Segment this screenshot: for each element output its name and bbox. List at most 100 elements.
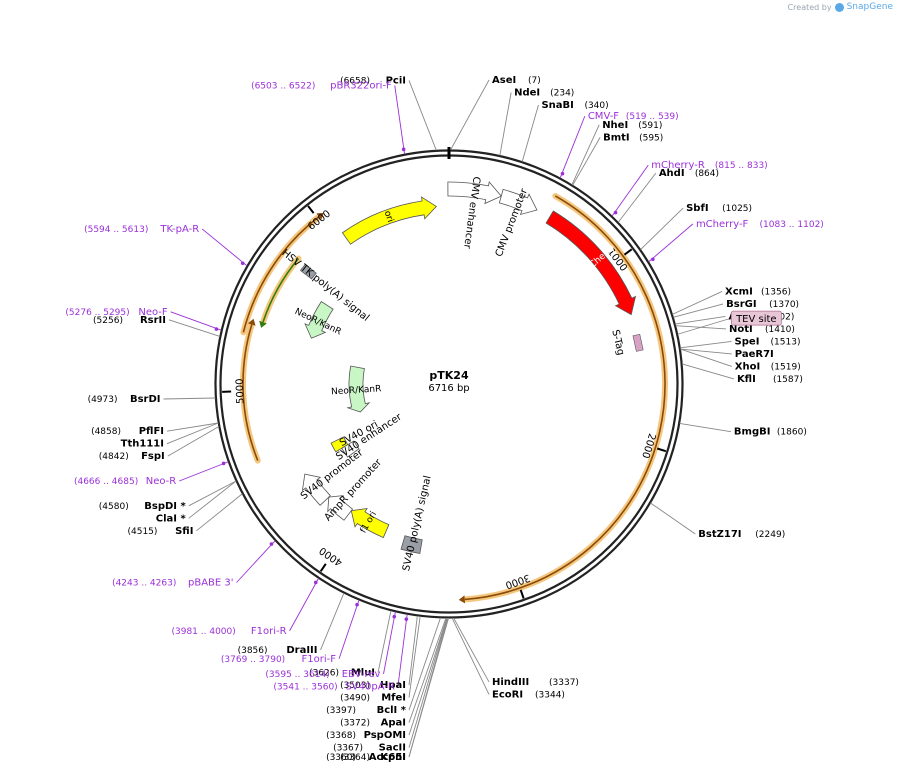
primer-site-marker <box>269 542 274 546</box>
leader-line <box>640 207 684 250</box>
leader-line <box>650 502 696 535</box>
enzyme-name: PflFI <box>139 426 164 437</box>
enzyme-position: (3367) <box>333 744 363 754</box>
primer-name: CMV-F <box>588 111 619 122</box>
primer-name: TK-pA-R <box>159 224 199 235</box>
leader-line <box>179 461 229 482</box>
orf-arrowhead <box>247 318 256 326</box>
leader-line <box>408 80 437 151</box>
primer-range: (5594 .. 5613) <box>84 225 148 235</box>
leader-line <box>521 104 539 162</box>
enzyme-position: (4858) <box>91 427 121 437</box>
enzyme-name: RsrII <box>140 315 166 326</box>
enzyme-name: EcoRI <box>492 689 523 700</box>
enzyme-position: (595) <box>639 133 663 143</box>
tick-label: 6000 <box>306 208 333 232</box>
tev-site-marker <box>632 333 644 352</box>
primer-range: (4243 .. 4263) <box>112 579 176 589</box>
orf-arrowhead <box>316 212 324 220</box>
leader-line <box>677 317 732 335</box>
enzyme-position: (1519) <box>771 362 801 372</box>
enzyme-name: MluI <box>351 668 375 679</box>
leader-line <box>166 422 219 445</box>
primer-name: Neo-F <box>138 307 168 318</box>
enzyme-name: BsrGI <box>726 299 756 310</box>
enzyme-name: HindIII <box>492 677 529 688</box>
enzyme-position: (3368) <box>326 731 356 741</box>
leader-line <box>397 614 408 687</box>
enzyme-name: NotI <box>729 324 753 335</box>
enzyme-name: BspDI * <box>144 501 186 512</box>
credit-brand: SnapGene <box>846 2 893 12</box>
leader-line <box>672 291 723 315</box>
enzyme-position: (3503) <box>340 681 370 691</box>
enzyme-position: (4842) <box>99 452 129 462</box>
leader-line <box>166 422 219 432</box>
leader-line <box>408 616 421 698</box>
plasmid-name: pTK24 <box>429 369 469 382</box>
enzyme-position: (4973) <box>88 395 118 405</box>
orf-arc <box>242 215 320 333</box>
leader-line <box>450 79 490 151</box>
enzyme-name: AseI <box>492 75 516 86</box>
primer-site-marker <box>392 614 397 619</box>
enzyme-name: SnaBI <box>541 100 573 111</box>
enzyme-position: (1356) <box>761 287 791 297</box>
enzyme-position: (1410) <box>765 325 795 335</box>
enzyme-position: (2249) <box>755 530 785 540</box>
feature-mcherry <box>545 210 637 316</box>
stag-label: S-Tag <box>609 329 626 357</box>
primer-range: (3595 .. 3614) <box>265 670 329 680</box>
primer-name: pBR322ori-F <box>330 80 392 91</box>
enzyme-position: (3337) <box>549 678 579 688</box>
primer-site-marker <box>355 602 359 607</box>
leader-line <box>680 348 732 367</box>
primer-range: (3541 .. 3560) <box>273 682 337 692</box>
leader-line <box>559 115 586 179</box>
enzyme-name: XhoI <box>735 361 760 372</box>
enzyme-name: PspOMI <box>364 730 406 741</box>
feature-neor-kanr <box>304 300 334 339</box>
primer-name: mCherry-R <box>651 160 705 171</box>
primer-site-marker <box>313 580 318 585</box>
enzyme-position: (864) <box>695 169 719 179</box>
enzyme-name: Acc65I <box>369 752 406 763</box>
enzyme-position: (3490) <box>340 694 370 704</box>
leader-line <box>682 363 735 380</box>
orf-arc <box>242 324 259 461</box>
primer-range: (4666 .. 4685) <box>74 477 138 487</box>
primer-range: (5276 .. 5295) <box>65 308 129 318</box>
enzyme-position: (1025) <box>722 204 752 214</box>
enzyme-name: PaeR7I <box>735 349 774 360</box>
plasmid-size: 6716 bp <box>428 383 469 394</box>
feature-ampr-promoter <box>327 495 354 521</box>
leader-line <box>408 617 447 723</box>
leader-line <box>320 592 345 651</box>
enzyme-position: (4580) <box>99 502 129 512</box>
feature-cmv-enhancer <box>447 181 502 205</box>
primer-name: SV40pA-R <box>345 681 394 692</box>
leader-line <box>289 578 319 632</box>
feature-label: ori <box>382 209 395 223</box>
leader-line <box>383 611 396 675</box>
enzyme-name: HpaI <box>380 680 406 691</box>
enzyme-name: BclI * <box>377 705 407 716</box>
primer-name: mCherry-F <box>696 219 749 230</box>
primer-name: F1ori-F <box>302 654 337 665</box>
enzyme-name: BsrDI <box>130 394 161 405</box>
enzyme-name: ClaI * <box>156 513 187 524</box>
enzyme-position: (3364) <box>340 753 370 763</box>
orf-halo <box>461 192 668 603</box>
leader-line <box>168 319 221 337</box>
primer-name: Neo-R <box>146 476 177 487</box>
orf-arrowhead <box>458 595 466 604</box>
leader-line <box>408 617 441 711</box>
feature-neor-kanr <box>346 365 371 413</box>
enzyme-name: BstZ17I <box>698 529 741 540</box>
leader-line <box>196 493 243 532</box>
enzyme-position: (4515) <box>127 527 157 537</box>
leader-line <box>572 137 601 186</box>
enzyme-position: (1860) <box>777 428 807 438</box>
feature-ori <box>341 196 437 245</box>
